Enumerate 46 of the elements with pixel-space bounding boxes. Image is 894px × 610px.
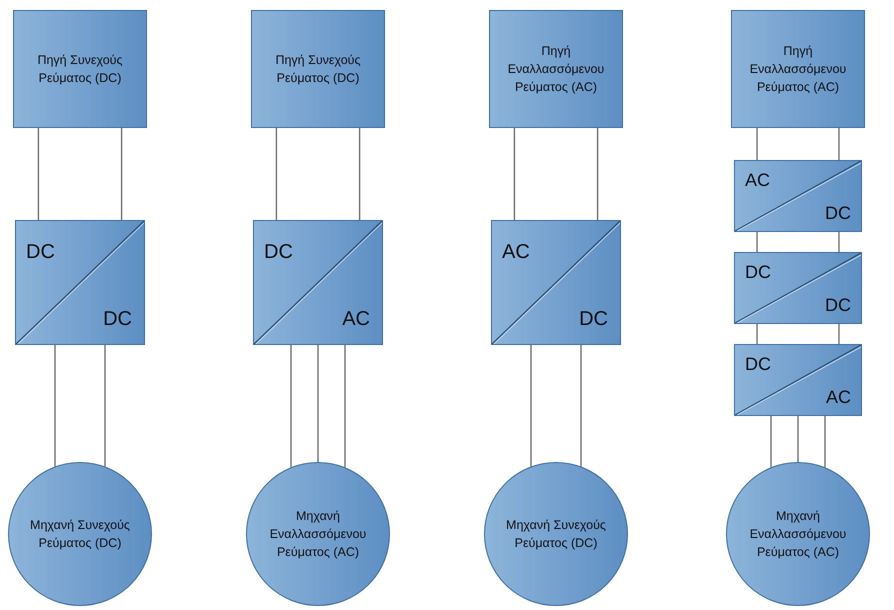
wire <box>770 416 772 468</box>
wire <box>38 128 40 220</box>
wire <box>358 128 360 220</box>
motor-label: Μηχανή Συνεχούς Ρεύματος (DC) <box>505 517 607 552</box>
wire <box>756 128 758 160</box>
power-source-box <box>731 10 865 128</box>
wire <box>317 345 319 462</box>
wire <box>824 416 826 468</box>
source-label: Πηγή Εναλλασσόμενου Ρεύματος (AC) <box>506 43 606 96</box>
wire <box>104 345 106 466</box>
source-label: Πηγή Συνεχούς Ρεύματος (DC) <box>36 52 124 87</box>
current-type-label: AC <box>342 307 370 332</box>
wire <box>756 324 758 344</box>
wire <box>756 232 758 252</box>
motor-label: Μηχανή Εναλλασσόμενου Ρεύματος (AC) <box>268 508 368 561</box>
wire <box>838 324 840 344</box>
wire <box>514 128 516 220</box>
wire <box>838 128 840 160</box>
wire <box>290 345 292 468</box>
source-label: Πηγή Συνεχούς Ρεύματος (DC) <box>274 52 362 87</box>
power-source-box <box>251 10 385 128</box>
wire <box>838 232 840 252</box>
current-type-label: DC <box>103 307 132 332</box>
current-type-label: DC <box>264 240 293 265</box>
motor-label: Μηχανή Εναλλασσόμενου Ρεύματος (AC) <box>748 508 848 561</box>
current-type-label: DC <box>825 294 851 317</box>
current-type-label: DC <box>26 240 55 265</box>
current-type-label: DC <box>745 353 771 376</box>
current-type-label: AC <box>826 386 851 409</box>
wire <box>54 345 56 466</box>
wire <box>580 345 582 466</box>
wire <box>344 345 346 468</box>
wire <box>596 128 598 220</box>
current-type-label: AC <box>745 169 770 192</box>
wire <box>530 345 532 466</box>
power-source-box <box>13 10 147 128</box>
current-type-label: AC <box>502 240 530 265</box>
wire <box>797 416 799 462</box>
wire <box>276 128 278 220</box>
current-type-label: DC <box>745 261 771 284</box>
source-label: Πηγή Εναλλασσόμενου Ρεύματος (AC) <box>748 43 848 96</box>
current-type-label: DC <box>579 307 608 332</box>
current-type-label: DC <box>825 202 851 225</box>
power-source-box <box>489 10 623 128</box>
wire <box>120 128 122 220</box>
motor-label: Μηχανή Συνεχούς Ρεύματος (DC) <box>29 517 131 552</box>
